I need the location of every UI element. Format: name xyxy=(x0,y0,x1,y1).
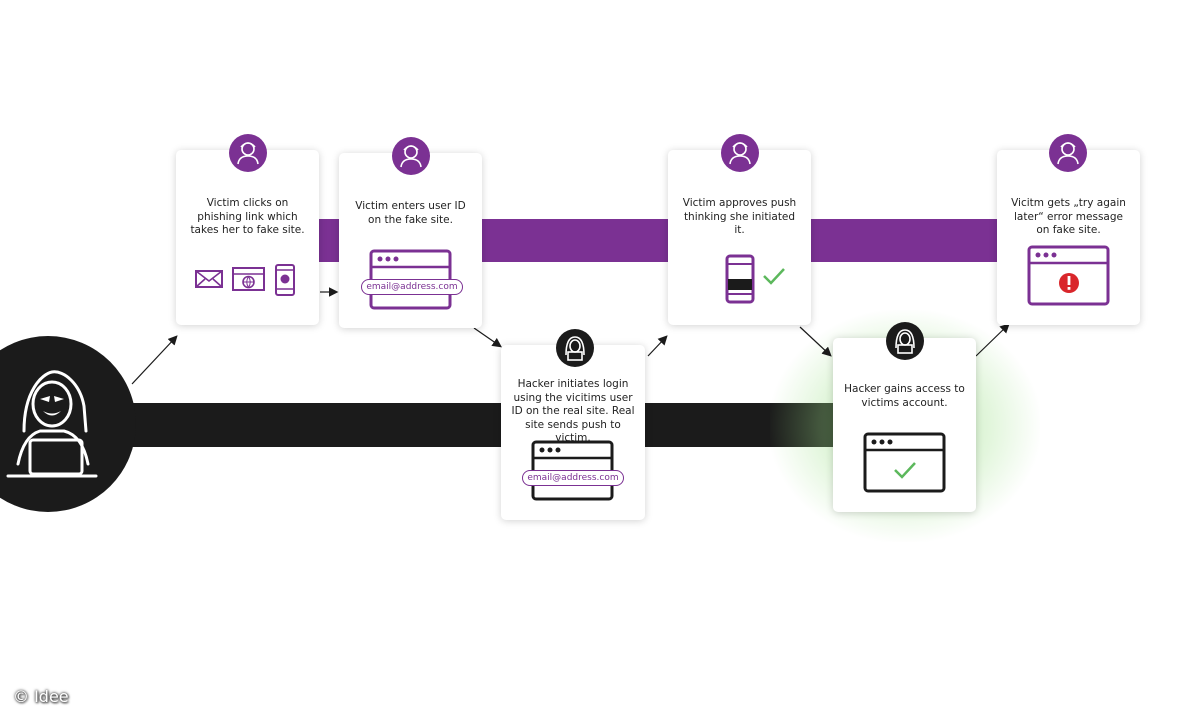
step-text: Victim enters user ID on the fake site. xyxy=(355,200,466,226)
step-text: Vicitm gets „try again later“ error mess… xyxy=(1011,197,1126,236)
browser-globe-icon xyxy=(232,267,265,291)
hacker-avatar-icon xyxy=(556,329,594,367)
envelope-icon xyxy=(195,270,223,288)
email-field: email@address.com xyxy=(361,279,463,295)
hooded-hacker-icon xyxy=(6,370,98,478)
phone-icon xyxy=(725,254,755,304)
browser-check-icon xyxy=(863,432,946,493)
victim-timeline-band xyxy=(810,219,1000,262)
step-text: Hacker gains access to victims account. xyxy=(844,383,965,409)
victim-avatar-icon xyxy=(229,134,267,172)
hacker-timeline-band xyxy=(60,403,850,447)
step-card-1: Victim clicks on phishing link which tak… xyxy=(176,150,319,325)
victim-avatar-icon xyxy=(721,134,759,172)
hacker-avatar-icon xyxy=(886,322,924,360)
email-field: email@address.com xyxy=(522,470,624,486)
victim-avatar-icon xyxy=(392,137,430,175)
hacker-avatar xyxy=(0,336,136,512)
image-credit: © Idee xyxy=(13,687,69,706)
step-card-2: Victim enters user ID on the fake site. … xyxy=(339,153,482,328)
step-card-6: Vicitm gets „try again later“ error mess… xyxy=(997,150,1140,325)
checkmark-icon xyxy=(763,268,785,285)
step-text: Victim clicks on phishing link which tak… xyxy=(190,197,305,236)
browser-error-icon xyxy=(1027,245,1110,306)
step-text: Hacker initiates login using the vicitim… xyxy=(511,378,635,444)
step-card-5: Hacker gains access to victims account. xyxy=(833,338,976,512)
step-text: Victim approves push thinking she initia… xyxy=(682,197,797,236)
step-card-4: Victim approves push thinking she initia… xyxy=(668,150,811,325)
phone-chat-icon xyxy=(275,264,295,296)
step-card-3: Hacker initiates login using the vicitim… xyxy=(501,345,645,520)
victim-avatar-icon xyxy=(1049,134,1087,172)
victim-timeline-band xyxy=(482,219,672,262)
